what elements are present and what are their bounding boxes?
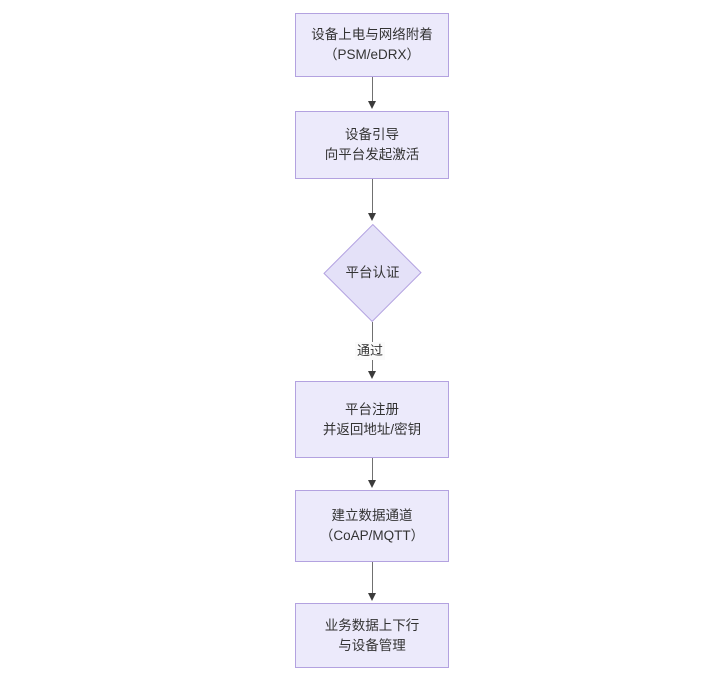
connector-powerup-to-bootstrap [372, 77, 373, 103]
node-device-powerup[interactable]: 设备上电与网络附着 （PSM/eDRX） [295, 13, 449, 77]
node-data-channel[interactable]: 建立数据通道 （CoAP/MQTT） [295, 490, 449, 562]
node-business-data[interactable]: 业务数据上下行 与设备管理 [295, 603, 449, 668]
node-platform-authentication-label: 平台认证 [345, 264, 400, 280]
node-device-powerup-line-1: 设备上电与网络附着 [311, 27, 433, 42]
node-device-powerup-line-2: （PSM/eDRX） [323, 47, 421, 62]
node-platform-authentication[interactable]: 平台认证 [323, 223, 422, 322]
node-business-data-line-1: 业务数据上下行 [324, 617, 420, 633]
arrowhead-channel-to-business [368, 593, 376, 601]
arrowhead-powerup-to-bootstrap [368, 101, 376, 109]
connector-bootstrap-to-auth [372, 179, 373, 215]
connector-register-to-channel [372, 458, 373, 482]
node-device-bootstrap-line-1: 设备引导 [345, 127, 399, 142]
node-platform-register[interactable]: 平台注册 并返回地址/密钥 [295, 381, 449, 458]
node-data-channel-line-1: 建立数据通道 [331, 508, 413, 523]
arrowhead-auth-to-register [368, 371, 376, 379]
node-business-data-line-2: 与设备管理 [338, 637, 406, 653]
node-device-bootstrap[interactable]: 设备引导 向平台发起激活 [295, 111, 449, 179]
node-platform-register-line-2: 并返回地址/密钥 [322, 421, 422, 437]
node-data-channel-line-2: （CoAP/MQTT） [319, 528, 425, 543]
edge-label-auth-pass: 通过 [355, 342, 386, 360]
node-device-bootstrap-line-2: 向平台发起激活 [324, 147, 420, 162]
arrowhead-bootstrap-to-auth [368, 213, 376, 221]
node-platform-register-line-1: 平台注册 [345, 401, 399, 417]
arrowhead-register-to-channel [368, 480, 376, 488]
connector-channel-to-business [372, 562, 373, 595]
